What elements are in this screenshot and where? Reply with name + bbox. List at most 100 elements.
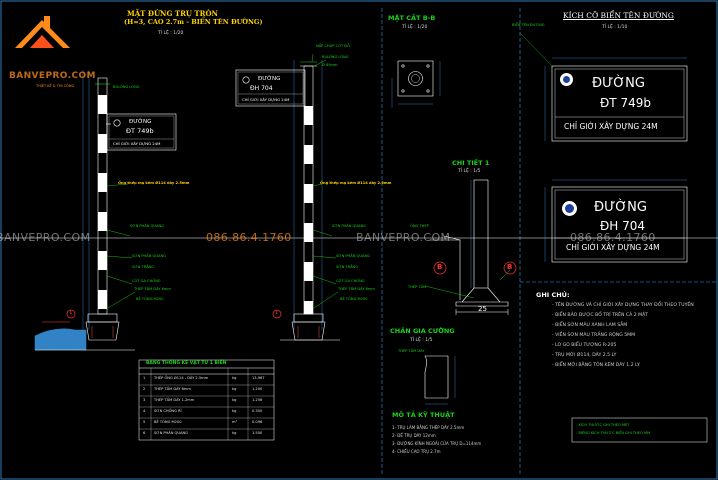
table-cell-no: 6 <box>143 431 146 435</box>
table-cell-no: 2 <box>143 387 146 391</box>
detail-1-title: CHI TIẾT 1 <box>452 159 490 167</box>
label-size-mid: Ø 89mm <box>322 63 338 67</box>
sign-b-limit: CHỈ GIỚI XÂY DỰNG 24M <box>242 97 290 102</box>
size-b-code: ĐH 704 <box>600 219 646 233</box>
note-1: - TÊN ĐƯỜNG VÀ CHỈ GIỚI XÂY DỰNG THAY ĐỔ… <box>552 303 694 308</box>
label-brace-left: CỘT GA CHỐNG <box>132 279 161 283</box>
sign-a-elevation <box>106 113 177 151</box>
table-cell-qty: 1.256 <box>252 398 263 402</box>
foot-title: CHÂN GIA CƯỜNG <box>390 327 455 335</box>
label-white-left: SƠN TRẮNG <box>132 265 155 269</box>
size-a-limit: CHỈ GIỚI XÂY DỰNG 24M <box>564 122 658 131</box>
tech-title: MÔ TẢ KỸ THUẬT <box>392 411 455 419</box>
detail-1 <box>424 179 511 315</box>
sign-size-dim-label: BIỂN TÊN ĐƯỜNG <box>512 23 545 27</box>
detail-1-dim: 25 <box>478 305 487 313</box>
sign-b-logo-icon <box>562 201 577 216</box>
elevation-subtitle: (H=3, CAO 2.7m - BIỂN TÊN ĐƯỜNG) <box>124 18 263 26</box>
label-white-mid: SƠN TRẮNG <box>336 265 359 269</box>
tech-item-2: 2- ĐẾ TRỤ DÀY 12mm <box>392 433 436 438</box>
pole-mid <box>293 60 323 330</box>
watermark-phone-right: 086.86.4.1760 <box>570 231 656 244</box>
table-cell-name: BÊ TÔNG M200 <box>154 420 182 424</box>
leader-lines <box>106 53 339 309</box>
table-cell-name: SƠN CHỐNG RỈ <box>154 409 182 413</box>
size-b-word: ĐƯỜNG <box>594 200 647 215</box>
label-reflect-mid-1: SƠN PHẢN QUANG <box>332 224 366 228</box>
table-cell-unit: kg <box>232 398 237 402</box>
marker-1-mid <box>272 309 282 319</box>
table-cell-no: 1 <box>143 376 146 380</box>
logo-tagline: THIẾT KẾ & THI CÔNG <box>36 84 75 88</box>
notes-title: GHI CHÚ: <box>536 291 570 299</box>
table-cell-qty: 1.500 <box>252 431 263 435</box>
note-4: - VIỀN SƠN MÀU TRẮNG RỘNG 5MM <box>552 333 636 338</box>
marker-1-mid-label: 1 <box>275 310 279 316</box>
foot-detail <box>424 355 456 405</box>
sign-b-elevation <box>235 69 306 107</box>
tech-item-3: 3- ĐƯỜNG KÍNH NGOÀI CỦA TRỤ D=114mm <box>392 441 482 446</box>
table-cell-name: THÉP TẤM DÀY 1.2mm <box>154 398 195 402</box>
tech-item-1: 1- TRỤ LÀM BẰNG THÉP DÀY 2.5mm <box>392 425 465 430</box>
size-a-word: ĐƯỜNG <box>592 76 645 91</box>
watermark-brand-left: BANVEPRO.COM <box>0 231 91 244</box>
sign-size-scale: TỈ LỆ : 1/10 <box>602 25 628 30</box>
note-foot-a: - KÍCH THƯỚC GHI THEO MÉT <box>576 423 630 427</box>
label-concrete-left: BÊ TÔNG M200 <box>136 297 164 301</box>
table-cell-qty: 0.350 <box>252 409 263 413</box>
label-cap: NẮP CHỤP CỐT ĐỖ <box>316 44 350 48</box>
sign-b-code: ĐH 704 <box>250 85 273 92</box>
marker-b-right <box>503 261 517 275</box>
materials-table-grid <box>138 359 275 441</box>
label-reflect-left-2: SƠN PHẢN QUANG <box>132 254 166 258</box>
label-plate-mid: THÉP TẤM DÀY 6mm <box>338 287 375 291</box>
section-bb-title: MẶT CẮT B-B <box>388 14 436 22</box>
section-bb <box>391 60 441 108</box>
marker-1-left-label: 1 <box>69 310 73 316</box>
logo-brand: BANVEPRO.COM <box>9 71 96 81</box>
watermark-phone-left: 086.86.4.1760 <box>206 231 292 244</box>
table-cell-no: 4 <box>143 409 146 413</box>
table-cell-no: 5 <box>143 420 146 424</box>
size-a-code: ĐT 749b <box>600 96 651 110</box>
sign-size-title: KÍCH CỠ BIỂN TÊN ĐƯỜNG <box>563 11 674 20</box>
table-cell-qty: 13.967 <box>252 376 265 380</box>
detail-1-label-b: THÉP TẤM <box>408 285 427 289</box>
table-cell-no: 3 <box>143 398 146 402</box>
elevation-title: MẶT ĐỨNG TRỤ TRÒN <box>127 9 218 18</box>
note-3: - BIỂN SƠN MÀU XANH LAM SẪM <box>552 323 628 328</box>
sign-a-logo-icon <box>560 73 573 86</box>
watermark-brand-right: BANVEPRO.COM <box>356 231 451 244</box>
section-bb-scale: TỈ LỆ : 1/20 <box>402 25 428 30</box>
marker-b-left-label: B <box>437 263 443 271</box>
label-concrete-mid: BÊ TÔNG M200 <box>340 297 368 301</box>
logo-mark <box>15 16 70 48</box>
note-2: - BIỂN BÁO ĐƯỢC BỐ TRÍ TRÊN CẢ 2 MẶT <box>552 313 649 318</box>
label-pipe-mid: Ống thép mạ kẽm Ø114 dày 2.5mm <box>320 181 392 185</box>
note-7: - BIỂN MỚI BẰNG TÔN KẼM DÀY 1.2 LY <box>552 363 640 368</box>
tech-item-4: 4- CHIỀU CAO TRỤ 2.7m <box>392 449 441 454</box>
table-cell-qty: 1.200 <box>252 387 263 391</box>
label-reflect-mid-2: SƠN PHẢN QUANG <box>336 254 370 258</box>
sign-b-word: ĐƯỜNG <box>258 76 281 82</box>
table-cell-name: THÉP TẤM DÀY 6mm <box>154 387 191 391</box>
table-cell-unit: kg <box>232 409 237 413</box>
detail-1-scale: TỈ LỆ : 1/5 <box>458 169 481 174</box>
label-pipe-left: Ống thép mạ kẽm Ø114 dày 2.5mm <box>118 181 190 185</box>
foundation-left <box>34 313 135 351</box>
sign-a-code: ĐT 749b <box>126 127 154 135</box>
label-bolt-mid: BULÔNG LONG <box>322 55 349 59</box>
foot-scale: TỈ LỆ : 1/5 <box>410 338 433 343</box>
table-cell-unit: m³ <box>232 420 237 424</box>
sign-size-b <box>544 179 688 263</box>
label-bolt-left: BULÔNG LONG <box>113 85 140 89</box>
elevation-scale: TỈ LỆ : 1/20 <box>158 31 184 36</box>
table-cell-name: SƠN PHẢN QUANG <box>154 431 188 435</box>
marker-b-left <box>433 261 447 275</box>
notes-box <box>571 417 708 443</box>
pole-left <box>82 70 111 330</box>
sign-size-a <box>519 32 688 142</box>
foundation-mid <box>280 313 340 341</box>
